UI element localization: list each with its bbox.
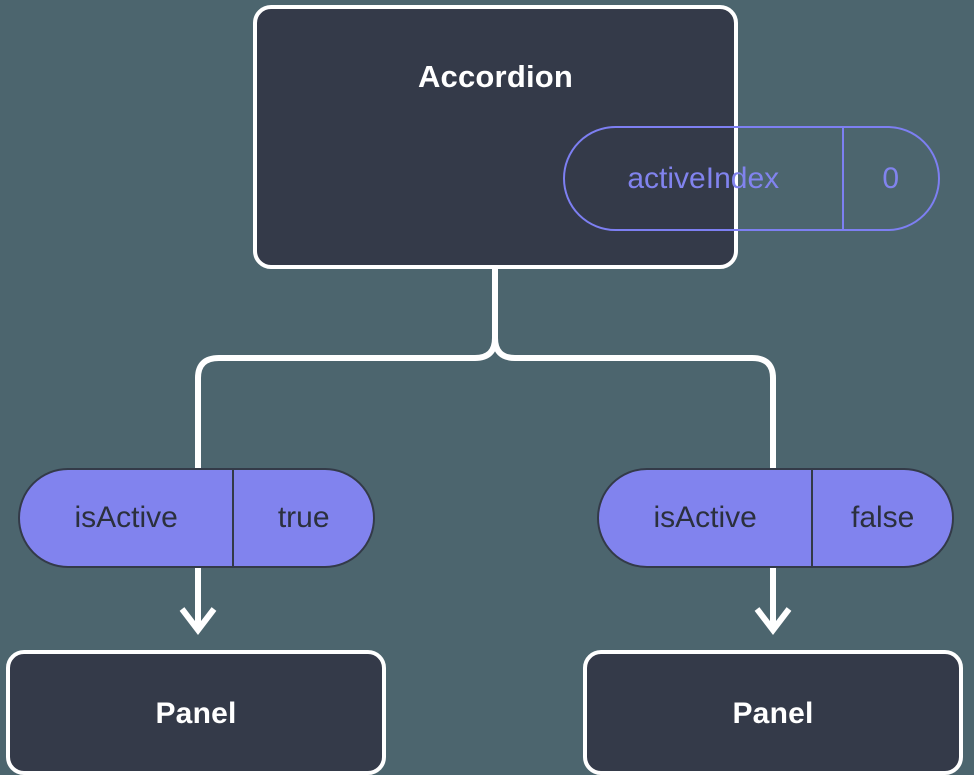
props-pill-isactive-false[interactable]: isActive false bbox=[597, 468, 954, 568]
panel-box-right[interactable]: Panel bbox=[583, 650, 963, 775]
connector-root-to-left-child bbox=[195, 266, 498, 471]
props-pill-isactive-true[interactable]: isActive true bbox=[18, 468, 375, 568]
accordion-title: Accordion bbox=[417, 59, 574, 94]
arrow-head-right bbox=[754, 607, 792, 635]
panel-left-title: Panel bbox=[155, 697, 237, 730]
props-pill-key-left: isActive bbox=[20, 470, 235, 566]
accordion-component-box[interactable]: Accordion activeIndex 0 bbox=[253, 5, 940, 269]
arrow-head-left bbox=[179, 607, 217, 635]
panel-box-left[interactable]: Panel bbox=[6, 650, 386, 775]
props-pill-value-left: true bbox=[277, 501, 330, 534]
state-pill-activeindex[interactable]: activeIndex 0 bbox=[563, 126, 940, 231]
props-pill-value-right: false bbox=[851, 501, 915, 534]
state-pill-key: activeIndex bbox=[565, 128, 844, 229]
panel-right-title: Panel bbox=[732, 697, 814, 730]
state-pill-value: 0 bbox=[882, 161, 900, 195]
connector-root-to-right-child bbox=[492, 266, 776, 471]
props-pill-key-right: isActive bbox=[599, 470, 814, 566]
